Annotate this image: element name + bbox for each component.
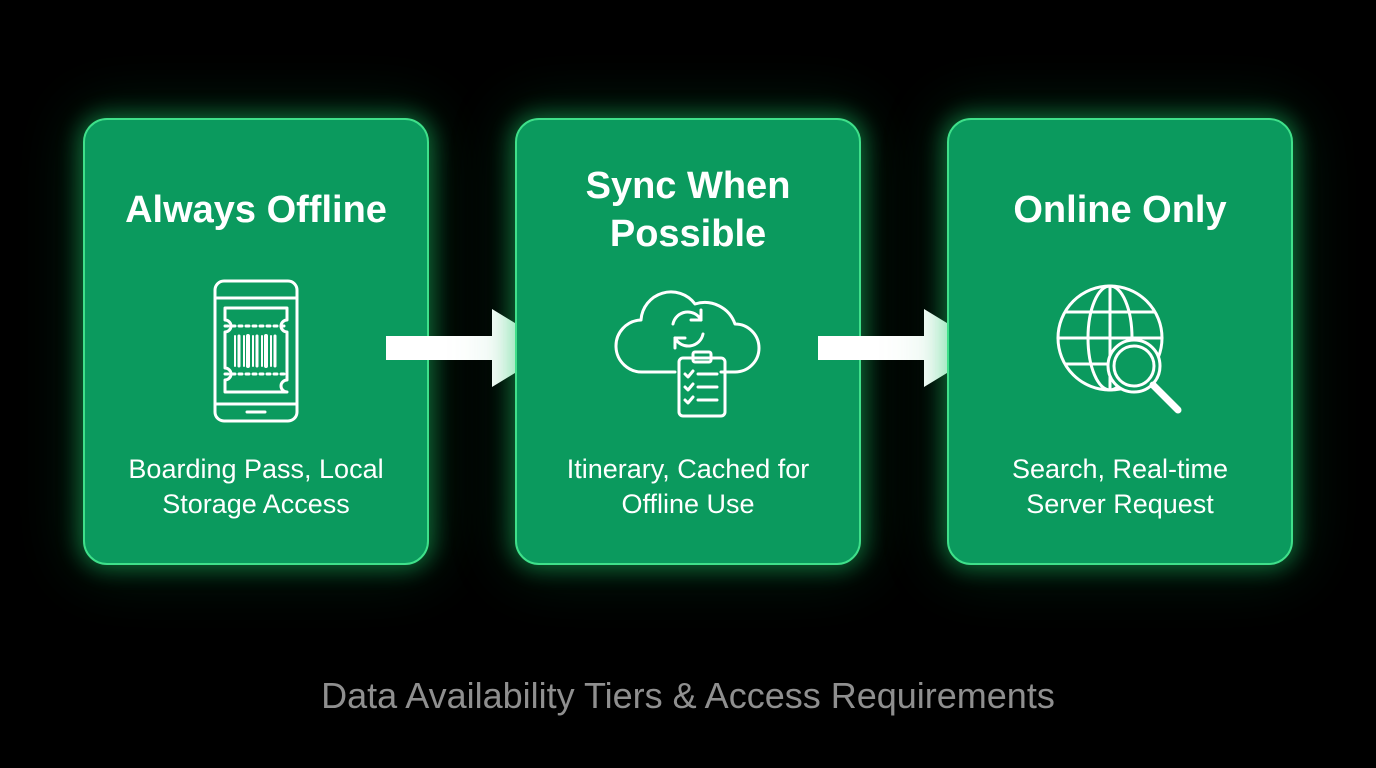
cloud-sync-clipboard-icon: [613, 286, 763, 423]
tier-description: Boarding Pass, Local Storage Access: [128, 454, 384, 519]
tier-card-online-only: Online Only Search, Real-time Server Req…: [947, 118, 1293, 565]
tier-title: Sync When Possible: [585, 165, 791, 255]
diagram-caption: Data Availability Tiers & Access Require…: [321, 675, 1055, 716]
tier-card-always-offline: Always Offline Boar: [83, 118, 429, 565]
tier-description: Search, Real-time Server Request: [1011, 454, 1229, 519]
tier-title: Always Offline: [125, 189, 387, 231]
tier-description: Itinerary, Cached for Offline Use: [566, 454, 810, 519]
smartphone-boarding-pass-icon: [211, 278, 301, 429]
tier-title: Online Only: [1013, 189, 1227, 231]
tier-card-sync-when-possible: Sync When Possible Itinerary, Cached for…: [515, 118, 861, 565]
globe-search-icon: [1054, 280, 1186, 423]
arrow-right-icon: [384, 305, 562, 391]
arrow-right-icon: [816, 305, 994, 391]
